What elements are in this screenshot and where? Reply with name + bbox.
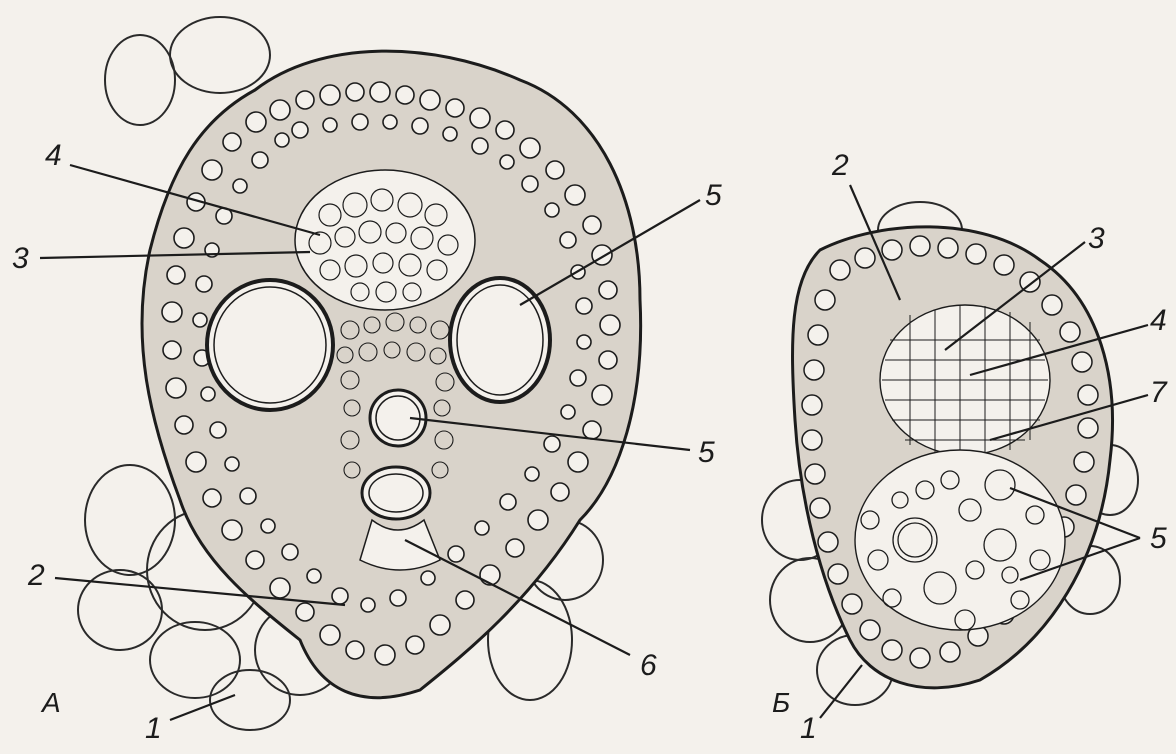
- panel-a-label-6: 6: [640, 649, 657, 682]
- panel-a-label-5-mid: 5: [698, 436, 715, 469]
- panel-a-label-1: 1: [145, 712, 162, 745]
- panel-a-phloem: [295, 170, 475, 310]
- panel-b-label-3: 3: [1088, 222, 1105, 255]
- panel-b-xylem: [855, 450, 1065, 630]
- panel-a-vessel-left: [207, 280, 333, 410]
- panel-b-label-5: 5: [1150, 522, 1167, 555]
- panel-b-label-1: 1: [800, 712, 817, 745]
- panel-a-label-2: 2: [27, 559, 45, 592]
- panel-b-caption: Б: [772, 687, 790, 718]
- panel-a-caption: А: [40, 687, 61, 718]
- panel-a-label-5-top: 5: [705, 179, 722, 212]
- panel-a-label-3: 3: [12, 242, 29, 275]
- panel-a-label-4: 4: [45, 139, 62, 172]
- panel-a-protoxylem-lower: [362, 467, 430, 519]
- panel-b-label-4: 4: [1150, 304, 1167, 337]
- panel-b-label-2: 2: [831, 149, 849, 182]
- panel-b-label-7: 7: [1150, 376, 1168, 409]
